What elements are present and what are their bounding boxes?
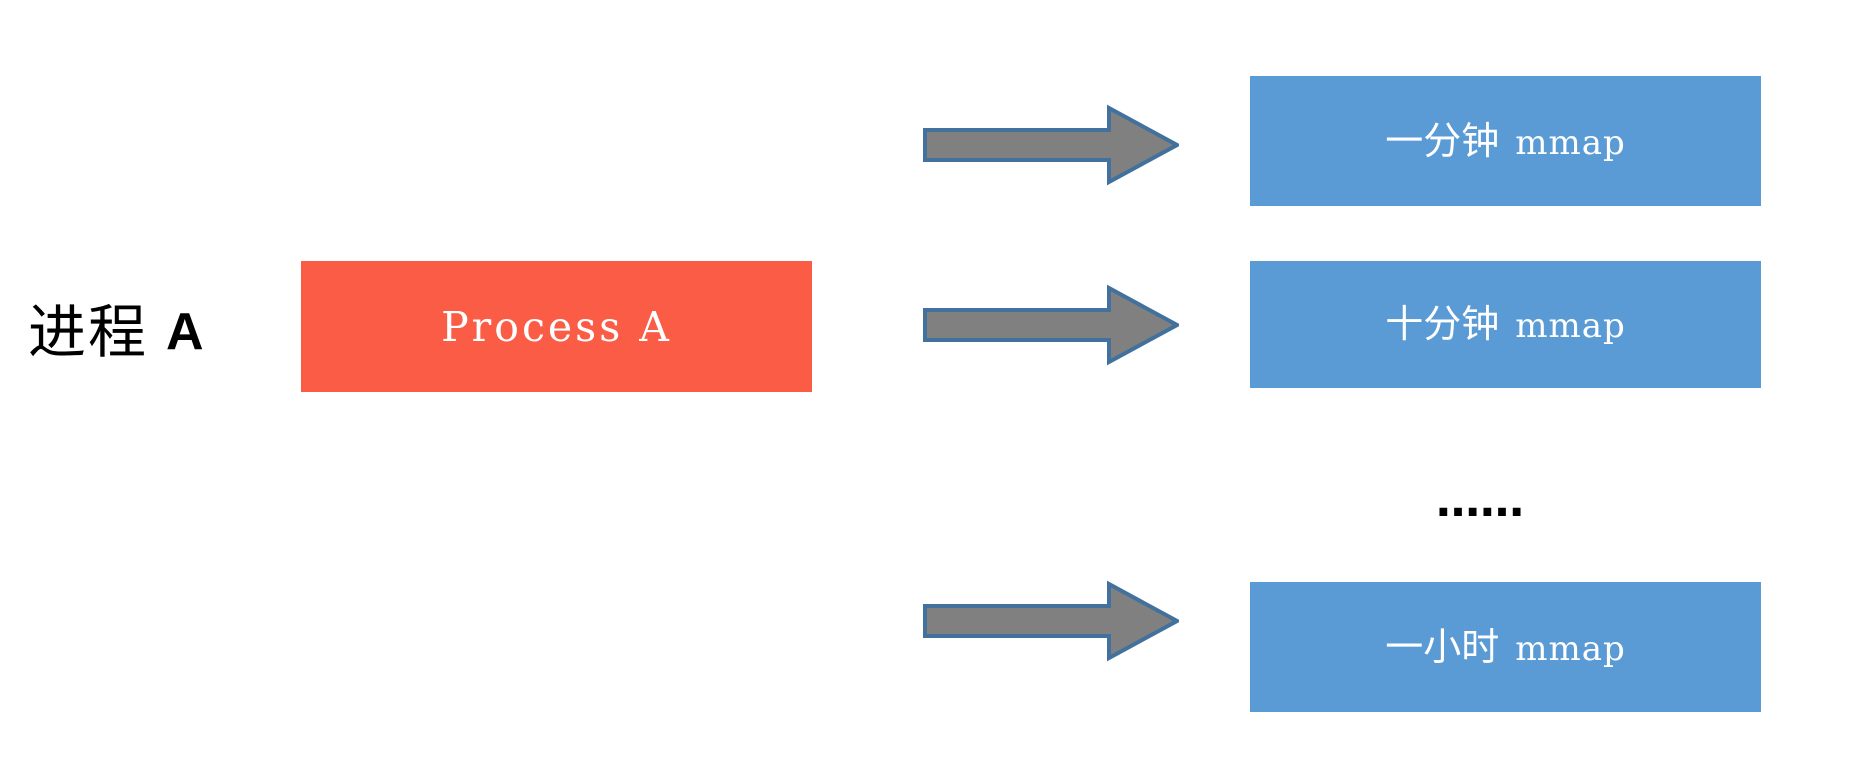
ellipsis: ……	[1436, 476, 1524, 527]
mmap-box-label-cjk: 十分钟	[1385, 302, 1500, 346]
mmap-box-label-cjk: 一分钟	[1385, 118, 1500, 163]
arrow-shape	[923, 104, 1179, 186]
process-label-cjk: 进程	[28, 298, 149, 366]
arrow-to-one-minute-mmap	[923, 104, 1179, 186]
arrow-to-one-hour-mmap	[923, 580, 1179, 662]
arrow-to-ten-minute-mmap	[923, 284, 1179, 366]
process-label-latin: A	[166, 303, 206, 361]
mmap-box-one-minute[interactable]: 一分钟 mmap	[1250, 76, 1761, 206]
arrow-shape	[923, 284, 1179, 366]
arrow-shape	[923, 580, 1179, 662]
mmap-box-label: 十分钟 mmap	[1385, 305, 1626, 344]
process-a-box[interactable]: Process A	[301, 261, 812, 392]
mmap-box-ten-minute[interactable]: 十分钟 mmap	[1250, 261, 1761, 388]
mmap-box-one-hour[interactable]: 一小时 mmap	[1250, 582, 1761, 712]
mmap-box-label-latin: mmap	[1515, 306, 1626, 346]
process-a-box-label: Process A	[441, 302, 672, 351]
mmap-box-label-latin: mmap	[1515, 122, 1626, 163]
mmap-box-label-latin: mmap	[1515, 628, 1626, 669]
mmap-box-label-cjk: 一小时	[1385, 624, 1500, 669]
process-label: 进程 A	[28, 295, 278, 369]
